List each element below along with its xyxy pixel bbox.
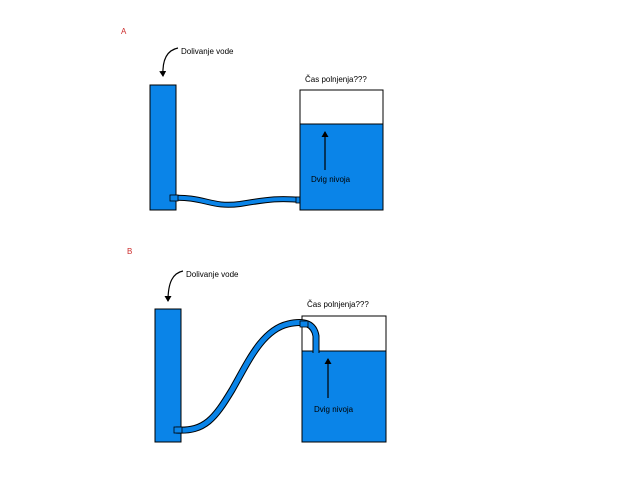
panel-a-fill-time-label: Čas polnjenja??? — [305, 75, 367, 84]
panel-b-refill-column — [154, 308, 182, 443]
panel-b-level-rise-label: Dvig nivoja — [314, 405, 354, 414]
panel-a-tank-empty-part — [299, 89, 384, 125]
panel-b-fill-time-label: Čas polnjenja??? — [307, 300, 369, 309]
panel-a-level-rise-label: Dvig nivoja — [311, 175, 351, 184]
panel-b-hose-inlet-fitting — [173, 426, 183, 434]
panel-a-tank-water — [299, 123, 384, 211]
panel-b-tank-water — [301, 350, 387, 443]
panel-a-refill-column — [149, 84, 177, 211]
panel-b-letter: B — [127, 247, 132, 256]
panel-a-refill-arrow — [159, 47, 179, 77]
panel-a-refill-label: Dolivanje vode — [181, 47, 234, 56]
panel-b-hose-top-fitting — [299, 320, 309, 328]
panel-b-hose — [175, 320, 319, 433]
panel-b-refill-label: Dolivanje vode — [186, 270, 239, 279]
panel-b: B Dolivanje vode Čas polnjenja??? Dvig n… — [127, 247, 387, 443]
panel-a: A Dolivanje vode Čas polnjenja??? Dvig n… — [121, 27, 384, 211]
panel-b-refill-arrow — [164, 270, 184, 302]
panel-b-hose-outline — [175, 319, 320, 434]
panel-a-hose — [169, 195, 303, 207]
panel-a-letter: A — [121, 27, 127, 36]
panel-a-hose-inlet-fitting — [169, 194, 179, 202]
